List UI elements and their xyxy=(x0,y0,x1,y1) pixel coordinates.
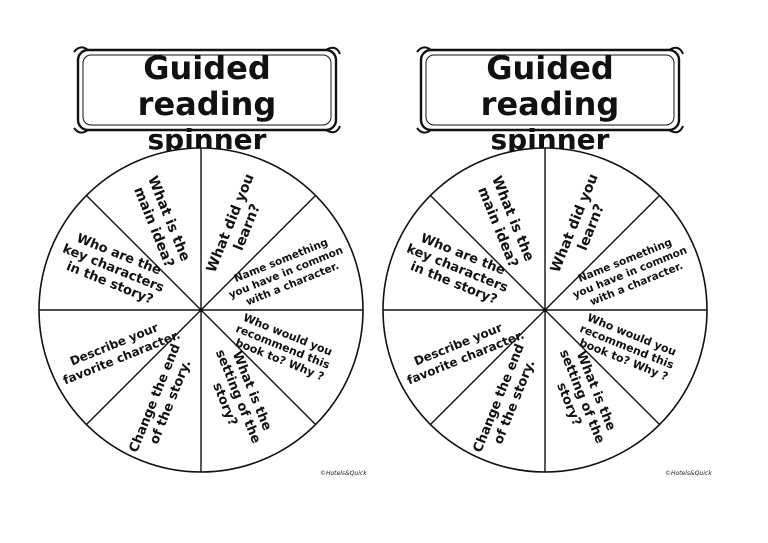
spinner-left[interactable]: What is the main idea? What did you lear… xyxy=(37,146,365,474)
title-banner-right-frame xyxy=(416,46,684,134)
banner-title-line1: Guided reading xyxy=(137,49,277,123)
banner-title-line1: Guided reading xyxy=(480,49,620,123)
banner-title-right: Guided reading spinner xyxy=(415,50,685,158)
credit-left: ©Hotels&Quick xyxy=(320,470,367,477)
spinner-right[interactable]: What is the main idea? What did you lear… xyxy=(381,146,709,474)
credit-right: ©Hotels&Quick xyxy=(665,470,712,477)
title-banner-left-frame xyxy=(73,46,341,134)
banner-title-left: Guided reading spinner xyxy=(72,50,342,158)
